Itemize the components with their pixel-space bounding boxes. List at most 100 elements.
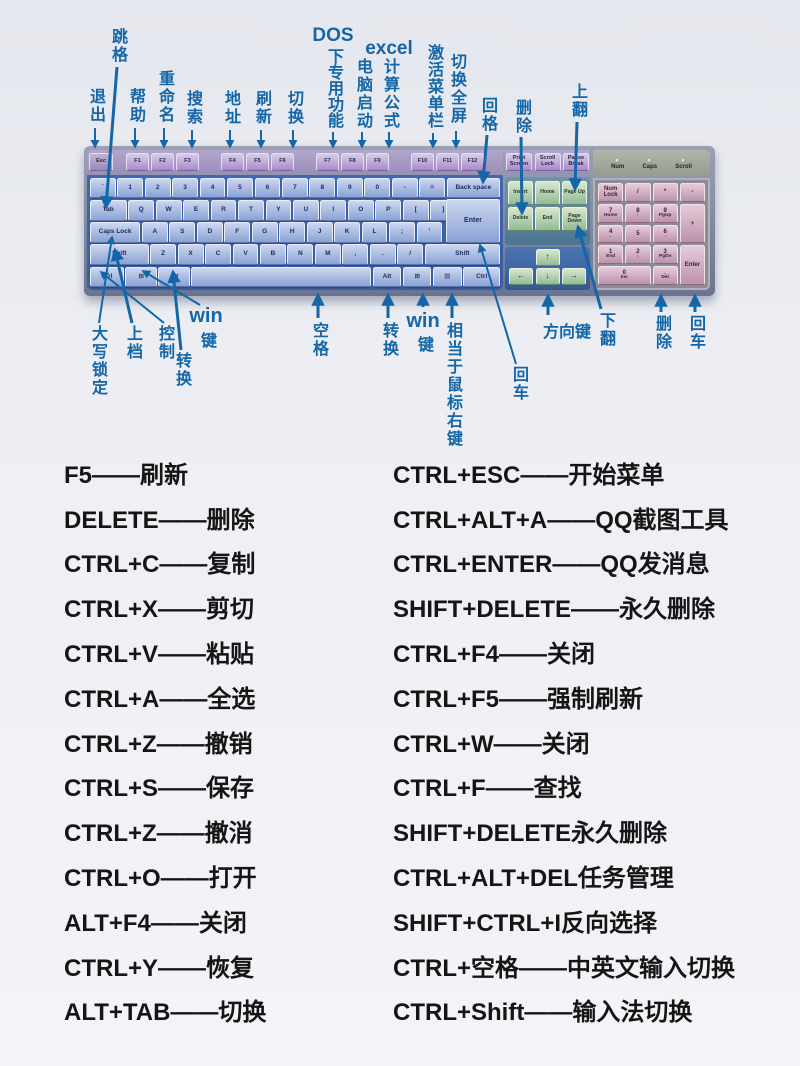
numpad-key: - [679,183,705,202]
system-key: Print Screen [506,152,532,171]
esc-key: Esc [89,152,113,171]
numpad-key-label: / [637,189,639,196]
key: V [232,244,259,266]
arrow-key: ↓ [535,268,560,285]
indicator-label: Caps [642,164,658,170]
key: Z [150,244,177,266]
arrow-key-row: ←↓→ [509,268,586,285]
key: 8 [309,177,336,199]
function-key: F3 [176,152,199,171]
key: F [224,222,251,243]
shortcut-item: CTRL+空格——中英文输入切换 [393,954,735,982]
annotation-label: 重命名 [156,70,173,124]
key: E [183,200,209,221]
numpad-key-label: 1 [608,249,613,256]
numpad-key-label: 2 [636,249,640,256]
function-key: F12 [461,152,484,171]
function-key: F10 [411,152,434,171]
key: 0 [364,177,391,199]
key: 2 [144,177,171,199]
key: 9 [336,177,363,199]
shortcut-item: CTRL+S——保存 [64,775,255,803]
key: ; [389,222,415,243]
numpad-key-label: * [663,189,667,196]
arrow-key: → [562,268,586,285]
annotation-label: 激活菜单栏 [425,44,442,129]
key: Back space [446,177,501,199]
key: Ctrl [89,266,124,288]
key: J [306,222,333,243]
annotation-prefix: excel [365,38,413,59]
key: - [391,177,418,199]
shortcut-item: CTRL+V——粘贴 [64,641,255,669]
numpad-key-label: 5 [636,230,640,237]
annotation-label: 退出 [87,88,104,124]
annotation-label: 方向键 [542,324,592,341]
shortcut-item: CTRL+F5——强制刷新 [393,685,644,713]
numpad-key-sublabel: End [606,254,616,260]
numpad-key-label: 7 [608,207,613,214]
annotation-label: 键 [198,332,215,350]
arrow-key: ← [509,268,533,285]
annotation-label: 相当于鼠标右键 [444,322,461,448]
numpad-key-sublabel: Del [661,275,669,281]
shortcut-item: F5——刷新 [64,461,189,489]
shortcut-item: SHIFT+DELETE——永久删除 [393,596,716,624]
function-key: F1 [126,152,149,171]
key: 5 [227,177,253,199]
led-dot-icon [681,158,687,163]
shortcut-item: CTRL+F——查找 [393,775,582,803]
numpad-key: 8↑ [625,203,651,223]
function-key: F8 [341,152,364,171]
shortcut-item: CTRL+F4——关闭 [393,641,596,669]
numpad-key: Num Lock [598,183,624,202]
annotation-label: 回车 [687,315,704,351]
key-row: Ctrl⊞Alt Alt⊞▤Ctrl [89,266,501,288]
key: 7 [281,177,308,199]
shortcut-item: CTRL+A——全选 [64,685,256,713]
shortcut-item: CTRL+Z——撤销 [64,730,253,758]
function-key: F9 [366,152,389,171]
shortcut-item: ALT+TAB——切换 [64,999,267,1027]
numpad-key-label: 9 [663,207,667,214]
key: B [260,244,286,266]
numpad-key: .Del [652,266,678,285]
key: Alt [372,266,402,288]
fn-group-gap [201,161,221,162]
key: 3 [172,177,199,199]
key: M [314,244,341,266]
numpad-key: 5 [625,224,651,244]
system-key: Pause Break [563,152,589,171]
shortcut-item: SHIFT+DELETE永久删除 [393,820,668,848]
key: = [419,177,446,199]
numpad-key: / [625,183,651,202]
shortcut-item: CTRL+Z——撤消 [64,820,253,848]
annotation-label: 上档 [124,325,141,361]
numpad-key: 6→ [652,224,678,244]
annotation-label: 上翻 [569,83,586,119]
numpad-key-sublabel: Home [603,212,618,218]
key: A [141,222,168,243]
key: ▤ [433,266,462,288]
key: Tab [89,200,127,221]
annotation-label: 电脑启动 [354,58,371,130]
nav-key: End [535,207,560,231]
numpad-key-sublabel: Ins [620,275,628,281]
annotation-label: 下翻 [597,312,614,348]
nav-key: Delete [508,207,533,231]
numpad-key-sublabel: ← [608,233,614,239]
key [191,266,372,288]
shortcut-item: CTRL+ALT+A——QQ截图工具 [393,506,729,534]
